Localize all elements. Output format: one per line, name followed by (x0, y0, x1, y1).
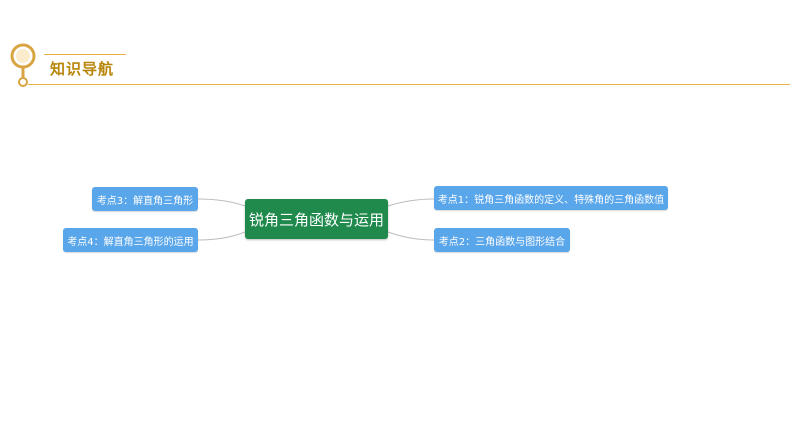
connector-left-2 (197, 231, 246, 241)
mindmap-node-topic-3[interactable]: 考点3：解直角三角形 (92, 187, 198, 211)
mindmap-node-topic-1[interactable]: 考点1：锐角三角函数的定义、特殊角的三角函数值 (434, 186, 668, 210)
mindmap-center-node[interactable]: 锐角三角函数与运用 (245, 199, 388, 239)
mindmap-node-topic-4[interactable]: 考点4：解直角三角形的运用 (63, 228, 198, 252)
mindmap-node-topic-2[interactable]: 考点2：三角函数与图形结合 (434, 228, 570, 252)
connector-left-1 (197, 198, 246, 207)
connector-right-1 (387, 198, 435, 207)
connector-right-2 (387, 231, 435, 241)
header-line-top (44, 54, 126, 55)
magnifier-icon (10, 43, 36, 87)
page-title: 知识导航 (50, 60, 115, 78)
header-divider (28, 84, 790, 85)
